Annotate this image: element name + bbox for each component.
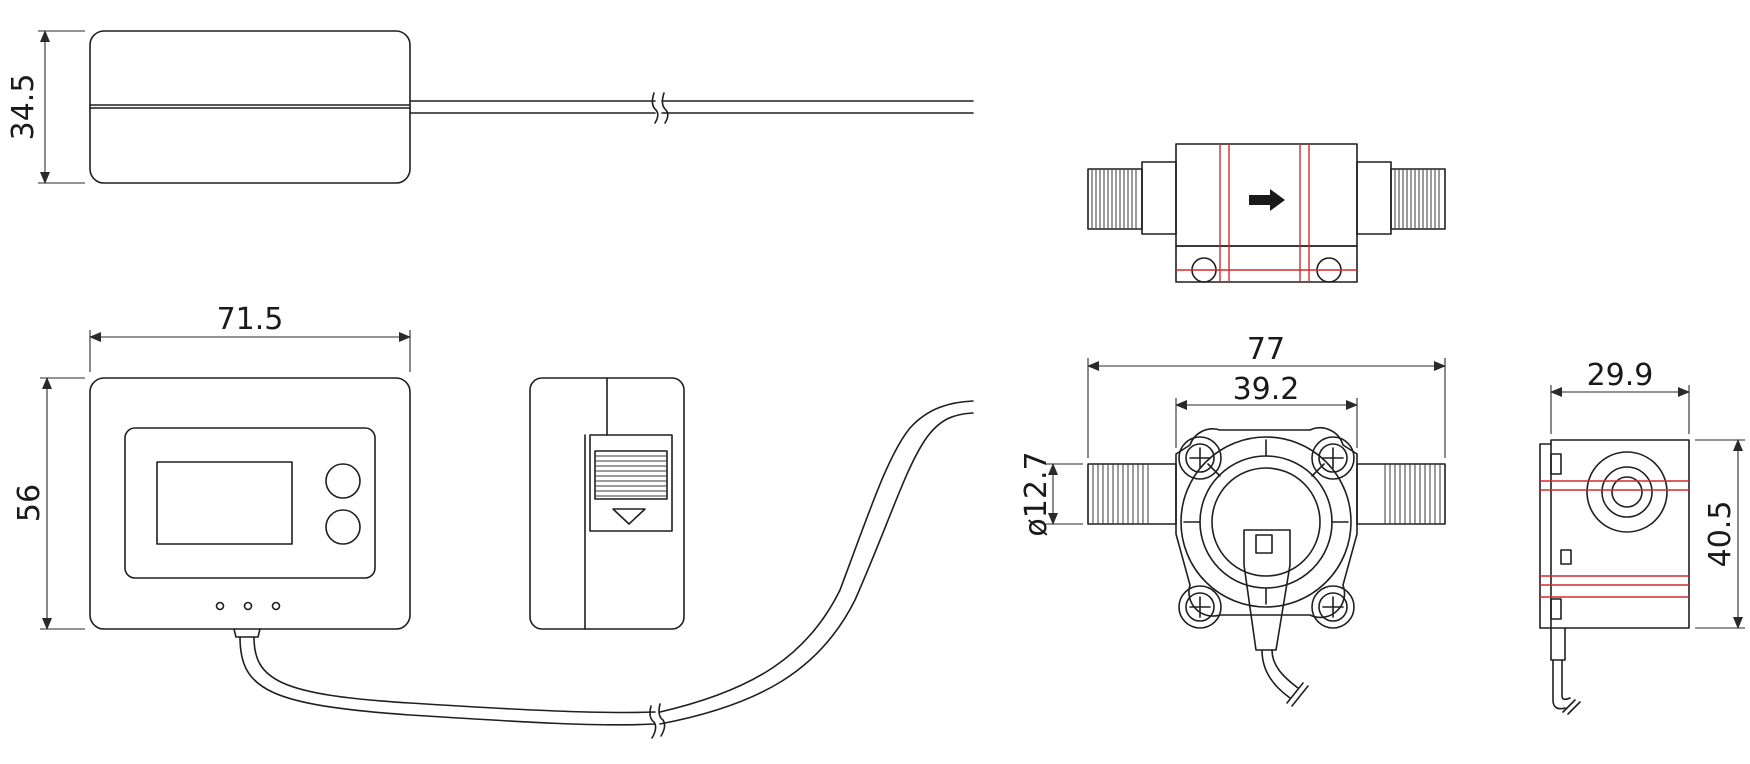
dim-label-display-width: 71.5 [217, 302, 284, 337]
dim-label-sensor-side-height: 40.5 [1703, 501, 1738, 568]
dim-display-width: 71.5 [89, 302, 411, 372]
dim-sensor-length: 77 [1087, 332, 1446, 458]
dim-sensor-side-width: 29.9 [1550, 358, 1690, 434]
screw-boss [1311, 585, 1355, 629]
screw-boss [1178, 436, 1222, 480]
screw-boss [1178, 585, 1222, 629]
display-side-view [529, 377, 685, 630]
vent-slots [595, 455, 667, 497]
dim-label-display-depth: 56 [12, 484, 47, 522]
dim-sensor-side-height: 40.5 [1695, 439, 1745, 629]
dim-label-sensor-body-width: 39.2 [1233, 372, 1300, 407]
screw-boss [1311, 436, 1355, 480]
dim-label-sensor-thread-diameter: ø12.7 [1019, 451, 1054, 536]
dim-label-display-height: 34.5 [6, 74, 41, 141]
flow-arrow-icon [1249, 189, 1285, 211]
triangle-down-icon [612, 508, 646, 525]
dim-label-sensor-side-width: 29.9 [1587, 358, 1654, 393]
dim-sensor-body-width: 39.2 [1175, 372, 1358, 448]
display-top-view [89, 30, 974, 184]
dim-display-depth: 56 [12, 377, 85, 630]
sensor-front-view [1087, 427, 1446, 707]
dim-display-height: 34.5 [6, 30, 85, 184]
sensor-side-view [1539, 439, 1690, 715]
dim-label-sensor-length: 77 [1247, 332, 1285, 367]
dim-sensor-thread-diameter: ø12.7 [1019, 451, 1083, 537]
display-front-view [89, 377, 974, 739]
sensor-top-view [1087, 143, 1446, 283]
